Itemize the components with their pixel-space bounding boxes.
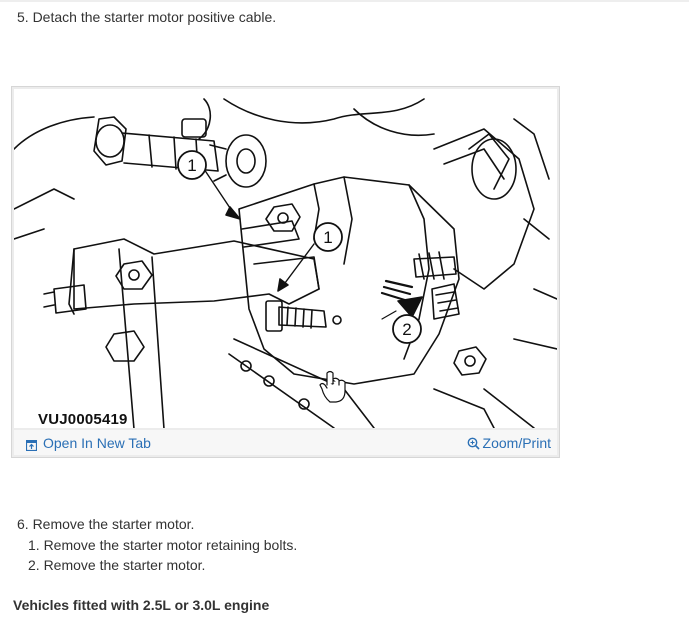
- callout-1-top: 1: [177, 150, 207, 180]
- zoom-print-link[interactable]: Zoom/Print: [467, 435, 551, 451]
- open-in-new-tab-link[interactable]: Open In New Tab: [25, 435, 151, 451]
- magnifier-zoom-icon: [467, 437, 480, 450]
- figure-id-label: VUJ0005419: [36, 411, 130, 428]
- step-6-text: 6. Remove the starter motor.: [17, 516, 195, 532]
- top-divider: [0, 0, 689, 2]
- engine-section-heading: Vehicles fitted with 2.5L or 3.0L engine: [13, 597, 270, 613]
- zoom-print-label: Zoom/Print: [482, 435, 551, 451]
- step-5-text: 5. Detach the starter motor positive cab…: [17, 9, 277, 25]
- step-6-substep-2: 2. Remove the starter motor.: [28, 557, 206, 573]
- callout-1-middle: 1: [313, 222, 343, 252]
- starter-motor-diagram[interactable]: 1 1 2 VUJ0005419: [14, 89, 557, 428]
- figure-toolbar: Open In New Tab Zoom/Print: [14, 430, 557, 455]
- svg-text:1: 1: [323, 228, 332, 247]
- figure-container: 1 1 2 VUJ0005419 Open In New Tab Zoom/Pr…: [11, 86, 560, 458]
- callout-2: 2: [392, 314, 422, 344]
- svg-text:1: 1: [187, 156, 196, 175]
- svg-text:2: 2: [402, 320, 411, 339]
- open-new-tab-icon: [25, 438, 38, 451]
- open-in-new-tab-label: Open In New Tab: [43, 435, 151, 451]
- step-6-substep-1: 1. Remove the starter motor retaining bo…: [28, 537, 298, 553]
- diagram-drawing: 1 1 2: [14, 98, 557, 428]
